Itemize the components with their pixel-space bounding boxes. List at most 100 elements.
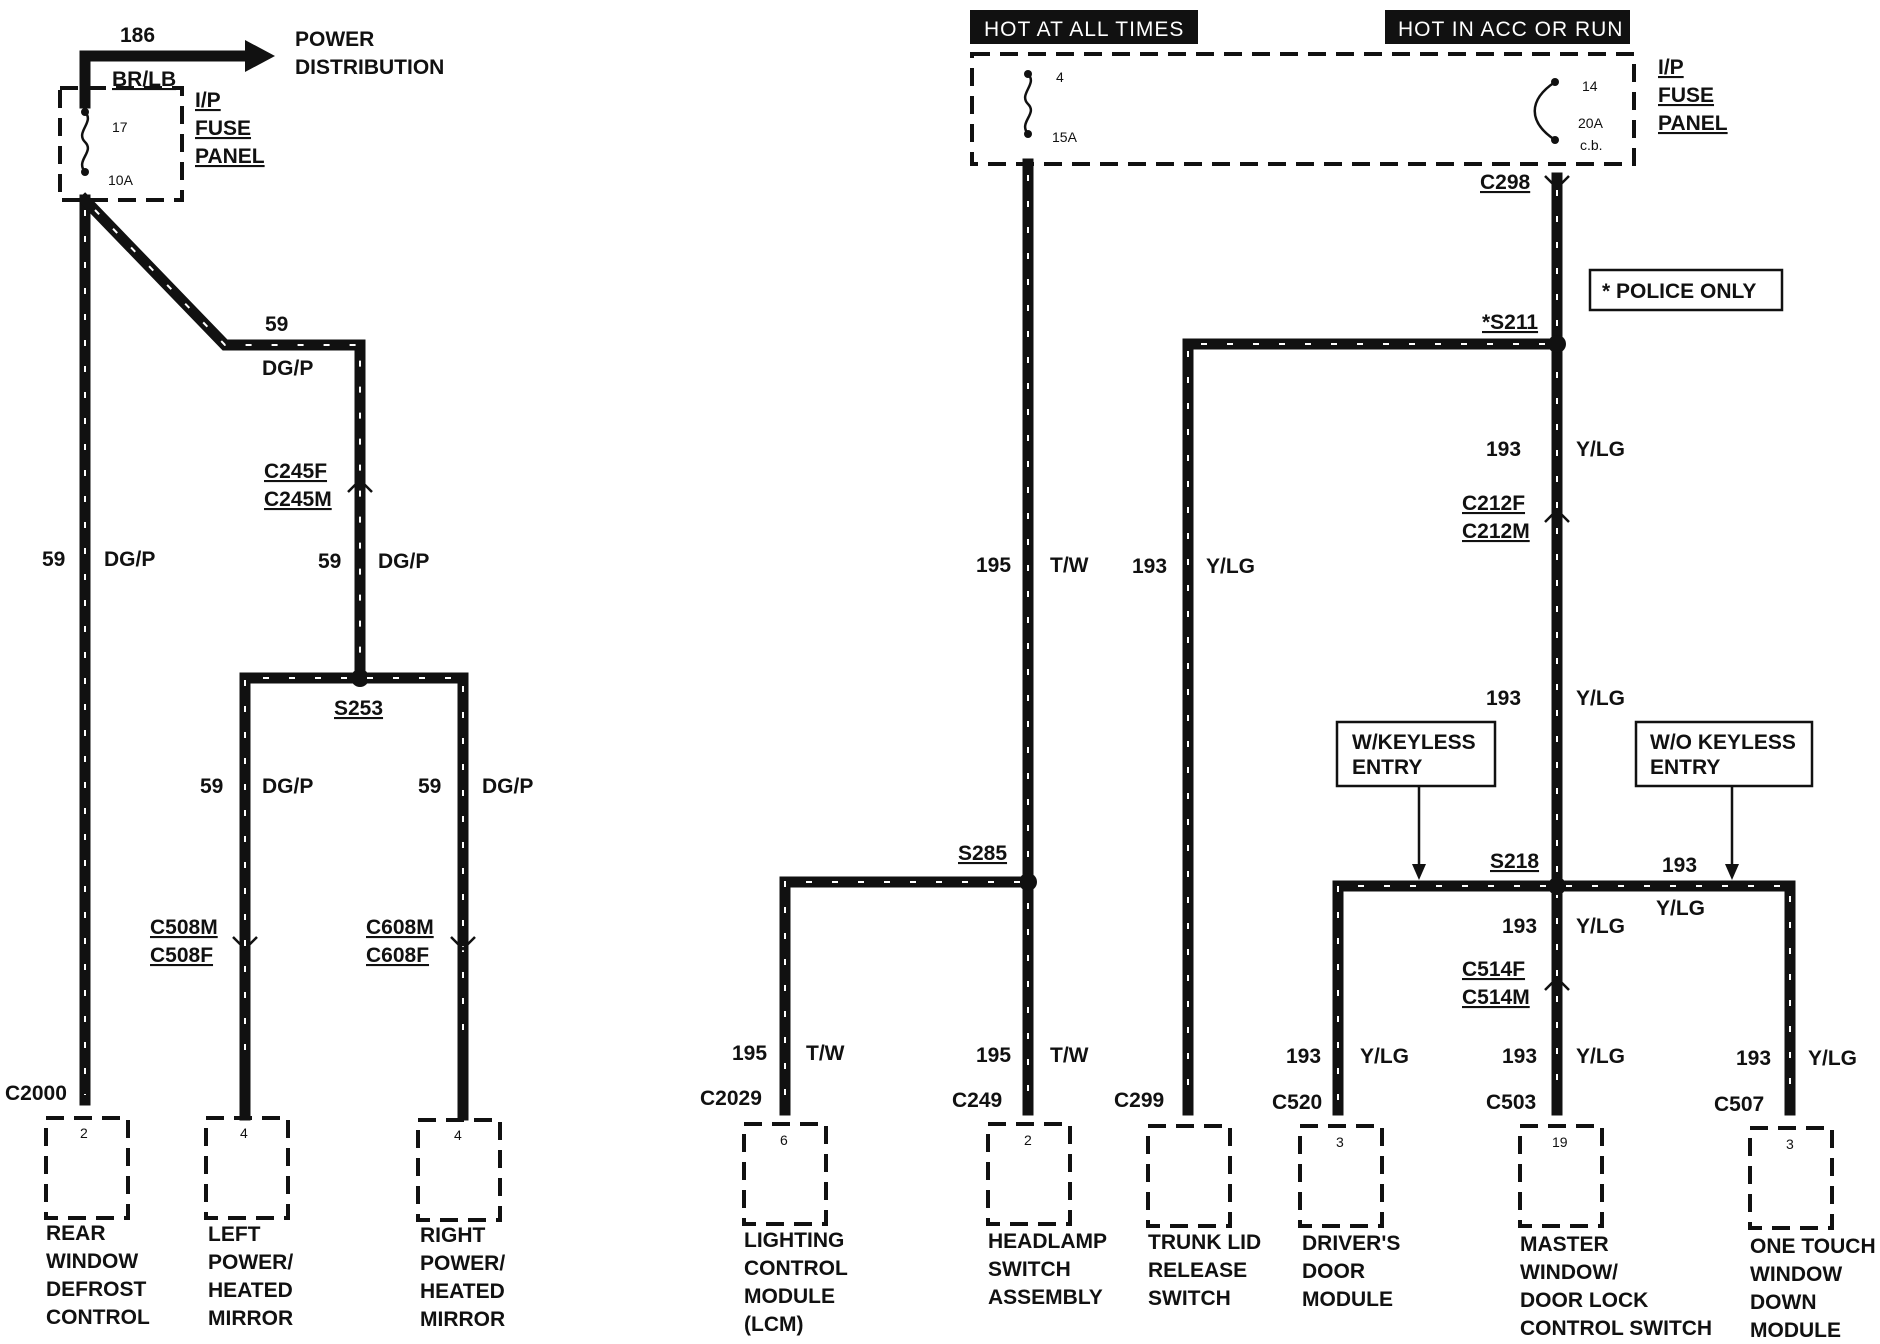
fuse-17-number: 17 <box>112 119 128 135</box>
master-window-switch-label-2: WINDOW/ <box>1520 1261 1618 1284</box>
one-touch-module-label-1: ONE TOUCH <box>1750 1235 1876 1258</box>
c245m-label: C245M <box>264 488 332 511</box>
master-window-switch-label-4: CONTROL SWITCH <box>1520 1317 1712 1340</box>
br-lb-color-label: BR/LB <box>112 68 176 91</box>
c245f-label: C245F <box>264 460 327 483</box>
one-touch-module-box <box>1748 1126 1834 1230</box>
master-window-switch-label-3: DOOR LOCK <box>1520 1289 1648 1312</box>
cb-14-rating: 20A <box>1578 115 1604 131</box>
wo-keyless-arrow-icon <box>1725 864 1739 880</box>
wire-59-label-e: 59 <box>418 775 441 798</box>
wire-dgp-label-c: DG/P <box>378 550 429 573</box>
wire-193-label-a: 193 <box>1486 438 1521 461</box>
drivers-door-module-label-1: DRIVER'S <box>1302 1232 1400 1255</box>
fuse-4-rating: 15A <box>1052 129 1078 145</box>
c245-connector-icon <box>347 478 373 493</box>
trunk-lid-switch-box <box>1146 1124 1232 1228</box>
wire-dgp-label-b: DG/P <box>262 357 313 380</box>
c520-label: C520 <box>1272 1091 1322 1114</box>
s211-label: *S211 <box>1482 311 1538 334</box>
w-keyless-entry-note-box <box>1335 720 1497 788</box>
power-distribution-label-2: DISTRIBUTION <box>295 56 444 79</box>
police-only-note: * POLICE ONLY <box>1602 280 1756 303</box>
wire-195-lcm <box>779 876 1034 1116</box>
fuse-4-number: 4 <box>1056 69 1064 85</box>
wire-ylg-label-d: Y/LG <box>1576 915 1625 938</box>
right-mirror-label-3: HEATED <box>420 1280 505 1303</box>
lcm-label-2: CONTROL <box>744 1257 848 1280</box>
right-mirror-label-2: POWER/ <box>420 1252 505 1275</box>
left-fuse-panel-label-2: FUSE <box>195 117 251 140</box>
c508-connector-icon <box>232 936 258 951</box>
rear-defrost-label-4: CONTROL <box>46 1306 150 1329</box>
right-fuse-panel-label-2: FUSE <box>1658 84 1714 107</box>
wire-193-label-e: 193 <box>1286 1045 1321 1068</box>
wire-195-label-c: 195 <box>976 1044 1011 1067</box>
wire-186-label: 186 <box>120 24 155 47</box>
wire-ylg-label-g: Y/LG <box>1808 1047 1857 1070</box>
wire-ylg-label-b: Y/LG <box>1576 687 1625 710</box>
wire-ylg-label-e: Y/LG <box>1360 1045 1409 1068</box>
wire-tw-label-b: T/W <box>806 1042 845 1065</box>
w-keyless-arrow-icon <box>1412 864 1426 880</box>
headlamp-switch-label-3: ASSEMBLY <box>988 1286 1103 1309</box>
fuse-17-rating: 10A <box>108 172 134 188</box>
c249-label: C249 <box>952 1089 1002 1112</box>
c514m-label: C514M <box>1462 986 1530 1009</box>
c2000-label: C2000 <box>5 1082 67 1105</box>
w-keyless-entry-label-1: W/KEYLESS <box>1352 731 1476 754</box>
wo-keyless-entry-label-1: W/O KEYLESS <box>1650 731 1796 754</box>
c212-connector-icon <box>1544 508 1570 523</box>
wire-193-label-d: 193 <box>1502 915 1537 938</box>
headlamp-switch-pin: 2 <box>1024 1132 1032 1148</box>
wire-dgp-label-d: DG/P <box>262 775 313 798</box>
rear-defrost-label-3: DEFROST <box>46 1278 147 1301</box>
c298-label: C298 <box>1480 171 1531 194</box>
c507-label: C507 <box>1714 1093 1764 1116</box>
wire-tw-label-a: T/W <box>1050 554 1089 577</box>
c508f-label: C508F <box>150 944 213 967</box>
wire-193-trunk <box>1182 338 1563 1116</box>
left-mirror-label-3: HEATED <box>208 1279 293 1302</box>
s285-label: S285 <box>958 842 1007 865</box>
wire-193-label-trunk: 193 <box>1132 555 1167 578</box>
left-fuse-panel-label-3: PANEL <box>195 145 265 168</box>
master-window-switch-pin: 19 <box>1552 1134 1568 1150</box>
right-fuse-panel-label-3: PANEL <box>1658 112 1728 135</box>
one-touch-module-label-3: DOWN <box>1750 1291 1817 1314</box>
wire-ylg-label-trunk: Y/LG <box>1206 555 1255 578</box>
wire-tw-label-c: T/W <box>1050 1044 1089 1067</box>
lcm-box <box>742 1122 828 1226</box>
right-circuit: HOT AT ALL TIMES HOT IN ACC OR RUN I/P F… <box>700 10 1876 1342</box>
right-mirror-pin: 4 <box>454 1127 462 1143</box>
c508m-label: C508M <box>150 916 218 939</box>
police-only-note-box <box>1588 268 1784 312</box>
left-fuse-panel-label-1: I/P <box>195 89 221 112</box>
drivers-door-module-label-2: DOOR <box>1302 1260 1365 1283</box>
wire-193-label-b: 193 <box>1486 687 1521 710</box>
wire-dgp-label-a: DG/P <box>104 548 155 571</box>
wire-186 <box>79 50 251 109</box>
wo-keyless-entry-label-2: ENTRY <box>1650 756 1720 779</box>
c212m-label: C212M <box>1462 520 1530 543</box>
wire-dgp-label-e: DG/P <box>482 775 533 798</box>
drivers-door-module-label-3: MODULE <box>1302 1288 1393 1311</box>
one-touch-module-pin: 3 <box>1786 1136 1794 1152</box>
wire-59-label-d: 59 <box>200 775 223 798</box>
fuse-4-icon <box>1023 73 1033 135</box>
left-mirror-pin: 4 <box>240 1125 248 1141</box>
left-mirror-label-2: POWER/ <box>208 1251 293 1274</box>
headlamp-switch-label-1: HEADLAMP <box>988 1230 1107 1253</box>
wire-193-branches <box>1332 880 1796 1116</box>
rear-defrost-label-1: REAR <box>46 1222 106 1245</box>
trunk-lid-switch-label-1: TRUNK LID <box>1148 1231 1261 1254</box>
left-mirror-label-4: MIRROR <box>208 1307 293 1330</box>
wire-ylg-label-c: Y/LG <box>1656 897 1705 920</box>
wire-59-mirrors <box>77 192 366 684</box>
rear-defrost-box <box>44 1116 130 1220</box>
right-mirror-label-1: RIGHT <box>420 1224 486 1247</box>
s218-label: S218 <box>1490 850 1539 873</box>
one-touch-module-label-2: WINDOW <box>1750 1263 1842 1286</box>
hot-all-times-bar <box>970 10 1198 44</box>
